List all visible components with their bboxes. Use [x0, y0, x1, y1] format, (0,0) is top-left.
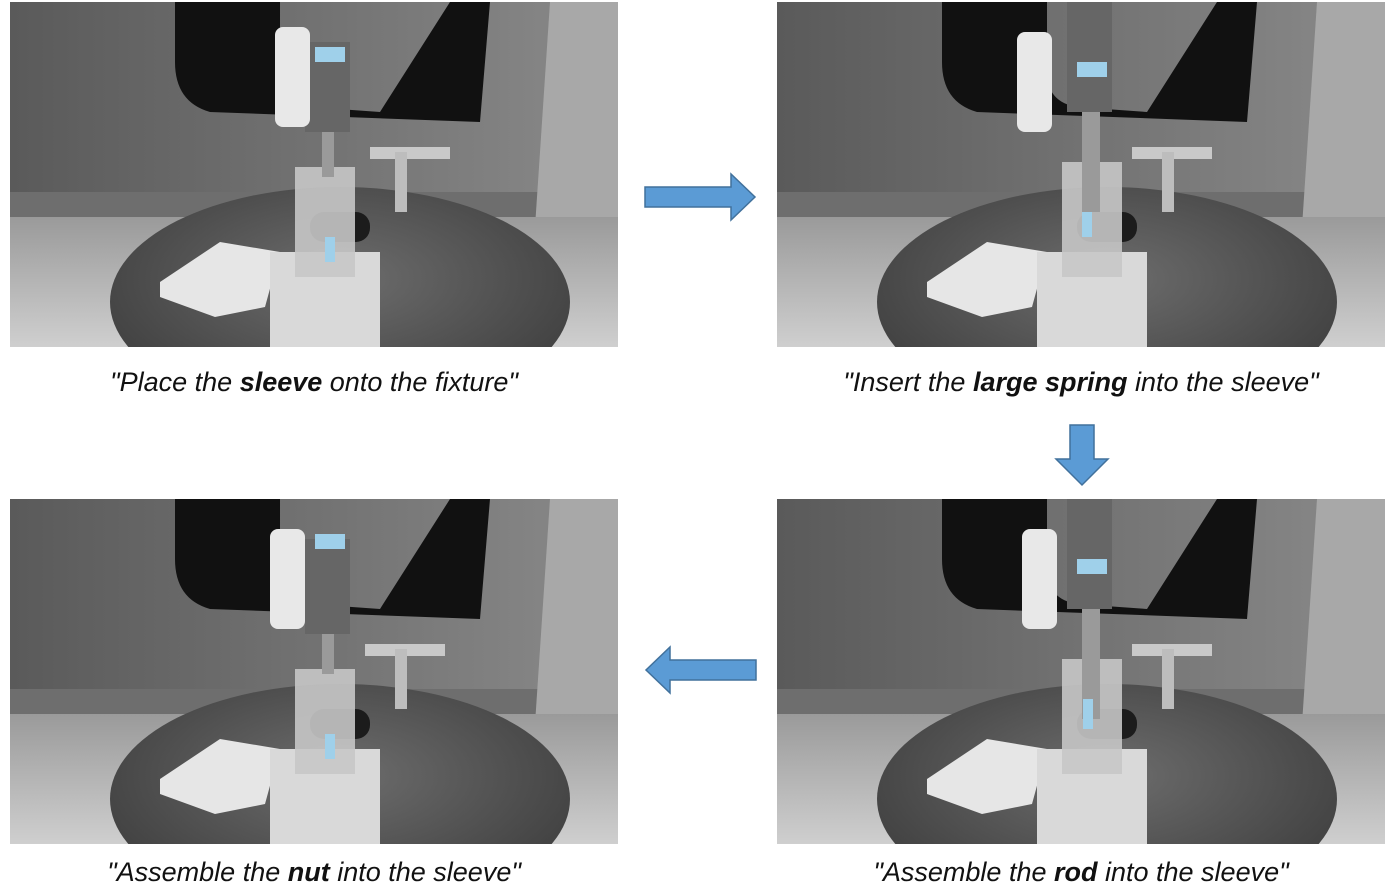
caption-prefix: "Assemble the	[873, 857, 1054, 887]
scene-image	[777, 2, 1385, 347]
caption-keyword: large spring	[972, 367, 1128, 397]
step-caption: "Assemble the rod into the sleeve"	[731, 859, 1395, 886]
flow-arrow-icon	[1054, 424, 1110, 487]
caption-prefix: "Insert the	[843, 367, 973, 397]
scene-image	[777, 499, 1385, 844]
caption-keyword: sleeve	[239, 367, 323, 397]
caption-suffix: into the sleeve"	[1097, 857, 1289, 887]
caption-prefix: "Assemble the	[107, 857, 288, 887]
caption-keyword: rod	[1053, 857, 1098, 887]
step-caption: "Insert the large spring into the sleeve…	[731, 369, 1395, 396]
caption-suffix: onto the fixture"	[322, 367, 518, 397]
step-caption: "Assemble the nut into the sleeve"	[0, 859, 664, 886]
caption-suffix: into the sleeve"	[1127, 367, 1319, 397]
scene-image	[10, 2, 618, 347]
scene-image	[10, 499, 618, 844]
caption-prefix: "Place the	[110, 367, 240, 397]
flow-arrow-icon	[644, 172, 757, 222]
flow-arrow-icon	[644, 645, 757, 695]
caption-keyword: nut	[287, 857, 330, 887]
caption-suffix: into the sleeve"	[329, 857, 521, 887]
step-caption: "Place the sleeve onto the fixture"	[0, 369, 664, 396]
